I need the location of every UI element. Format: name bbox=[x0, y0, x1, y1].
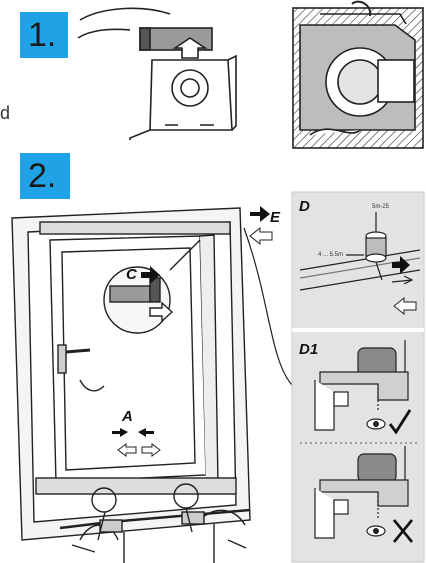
cross-icon bbox=[392, 519, 414, 543]
step1-bracket-drawing bbox=[77, 7, 237, 140]
detail-d-dimension-side: 4 ... 5.5m bbox=[318, 252, 343, 258]
label-c: C bbox=[126, 266, 138, 283]
arrow-a-right-solid bbox=[138, 428, 154, 437]
arrow-a-left-solid bbox=[112, 428, 128, 437]
step-1-badge: 1. bbox=[20, 12, 68, 58]
step-2-number: 2. bbox=[28, 156, 57, 195]
eye-icon-correct bbox=[366, 418, 386, 430]
detail-c-magnifier bbox=[103, 239, 201, 334]
step-1-number: 1. bbox=[28, 15, 57, 54]
arrow-a-left-outline bbox=[117, 443, 137, 457]
step1-cross-section bbox=[292, 0, 424, 149]
window-frame-drawing bbox=[11, 207, 251, 541]
arrow-c-right bbox=[141, 266, 160, 284]
label-d1: D1 bbox=[299, 341, 318, 358]
arrow-d-right-solid bbox=[392, 256, 410, 274]
checkmark-icon bbox=[388, 409, 412, 435]
arrow-d-left-outline bbox=[393, 296, 417, 316]
arrow-a-right-outline bbox=[141, 443, 161, 457]
arrow-e-left-outline bbox=[249, 226, 273, 246]
detail-d-dimension-top: 5m-25 bbox=[372, 204, 390, 210]
cropped-text-fragment: d bbox=[0, 103, 11, 123]
d1-correct-drawing bbox=[314, 340, 409, 431]
eye-icon-wrong bbox=[366, 525, 386, 537]
hinge-linkage-drawing bbox=[59, 483, 251, 563]
step-2-badge: 2. bbox=[20, 153, 70, 199]
d1-wrong-drawing bbox=[314, 446, 409, 539]
label-a: A bbox=[121, 408, 133, 425]
arrow-e-right-solid bbox=[250, 206, 270, 222]
label-e: E bbox=[270, 209, 281, 226]
label-d: D bbox=[299, 198, 310, 215]
detail-connector-curve bbox=[243, 227, 293, 386]
